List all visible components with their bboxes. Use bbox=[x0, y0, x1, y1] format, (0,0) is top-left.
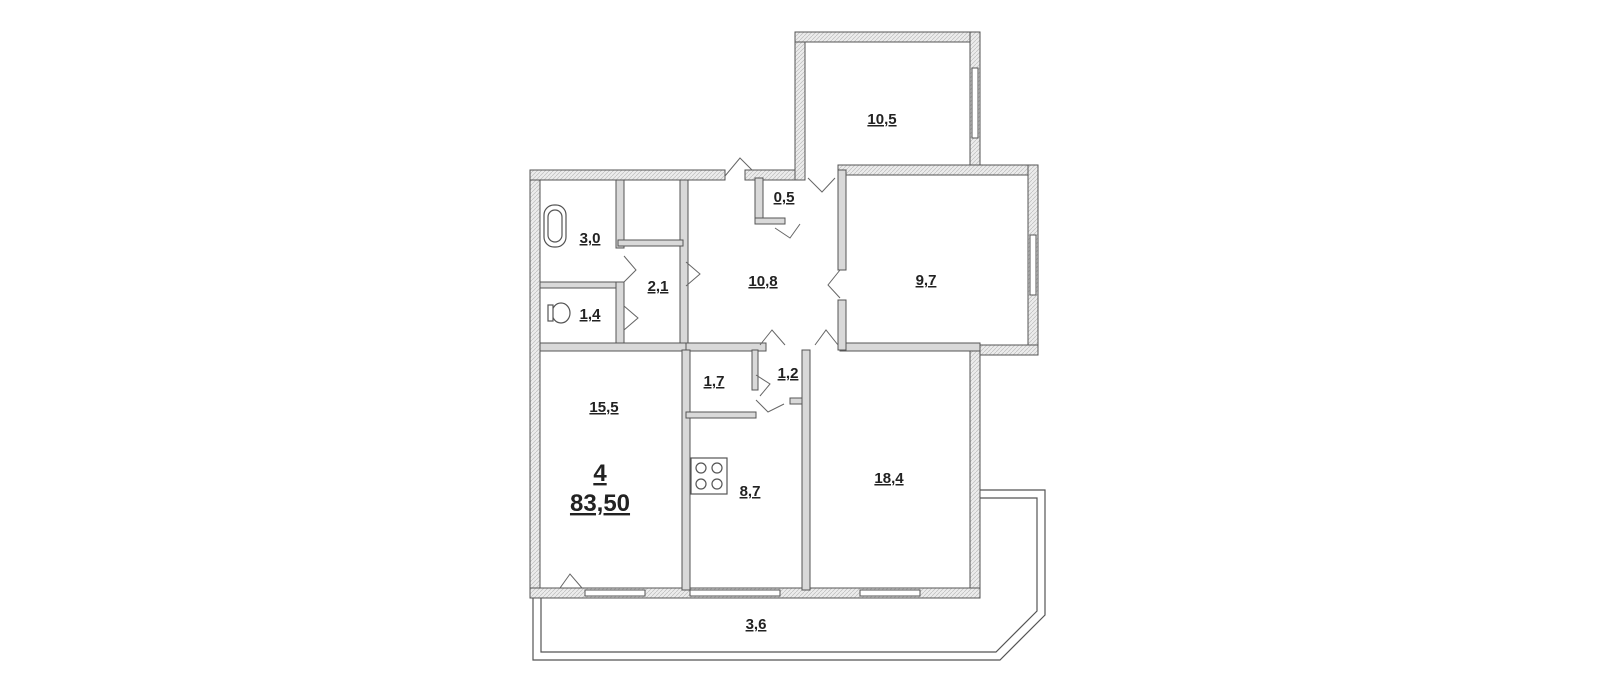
room-area-8-7: 8,7 bbox=[740, 483, 761, 500]
interior-walls bbox=[539, 169, 981, 591]
doors bbox=[559, 157, 841, 589]
bathtub-icon bbox=[543, 204, 567, 248]
room-area-1-7: 1,7 bbox=[704, 373, 725, 390]
room-area-2-1: 2,1 bbox=[648, 278, 669, 295]
room-area-1-2: 1,2 bbox=[778, 365, 799, 382]
room-area-18-4: 18,4 bbox=[874, 470, 904, 487]
room-area-1-4: 1,4 bbox=[580, 306, 602, 323]
room-area-10-8: 10,8 bbox=[748, 273, 777, 290]
apartment-summary: 4 83,50 bbox=[570, 460, 630, 517]
balcony-outline bbox=[532, 489, 1046, 661]
rooms-count: 4 bbox=[593, 460, 607, 487]
stove-icon bbox=[690, 457, 728, 495]
room-area-15-5: 15,5 bbox=[589, 399, 618, 416]
room-labels: 10,5 0,5 3,0 2,1 10,8 9,7 1,4 1,7 1,2 15… bbox=[580, 111, 937, 633]
room-area-10-5: 10,5 bbox=[867, 111, 896, 128]
windows bbox=[584, 67, 1037, 597]
room-area-0-5: 0,5 bbox=[774, 189, 795, 206]
room-area-3-0: 3,0 bbox=[580, 230, 601, 247]
toilet-icon bbox=[547, 302, 571, 324]
room-area-9-7: 9,7 bbox=[916, 272, 937, 289]
room-area-3-6: 3,6 bbox=[746, 616, 767, 633]
total-area: 83,50 bbox=[570, 490, 630, 517]
